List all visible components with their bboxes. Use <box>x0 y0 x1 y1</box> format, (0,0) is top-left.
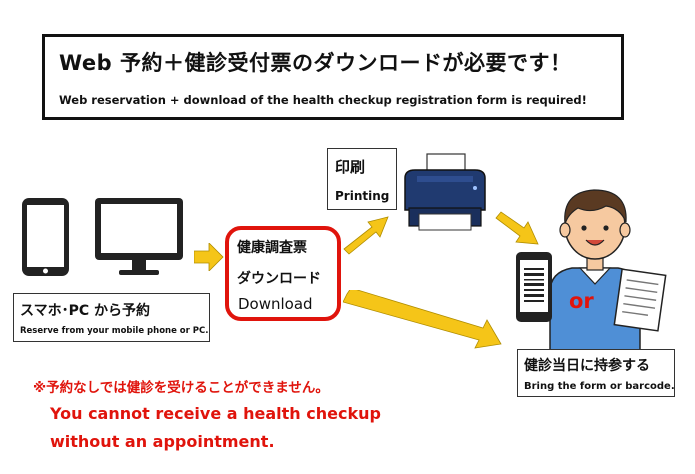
notice-english-line-2: without an appointment. <box>50 432 275 451</box>
title-japanese: Web 予約＋健診受付票のダウンロードが必要です！ <box>59 51 572 75</box>
printing-step-english: Printing <box>335 189 390 203</box>
arrow-to-person <box>495 211 539 245</box>
arrow-to-download <box>194 243 224 271</box>
or-label: or <box>569 289 594 313</box>
person-illustration <box>516 189 667 350</box>
reserve-step-box: スマホ･PC から予約 Reserve from your mobile pho… <box>13 293 210 342</box>
arrow-to-printing <box>343 216 389 255</box>
download-line-1: 健康調査票 <box>237 240 307 256</box>
download-step-box: 健康調査票 ダウンロード Download <box>225 226 341 321</box>
form-paper-icon <box>613 268 667 332</box>
bring-step-japanese: 健診当日に持参する <box>524 358 650 374</box>
printing-step-box: 印刷 Printing <box>327 148 397 210</box>
notice-japanese: ※予約なしでは健診を受けることができません。 <box>33 380 329 396</box>
printing-step-japanese: 印刷 <box>335 158 366 176</box>
bring-step-box: 健診当日に持参する Bring the form or barcode. <box>517 349 675 397</box>
printer-icon <box>404 153 486 231</box>
reserve-step-japanese: スマホ･PC から予約 <box>20 303 150 319</box>
reserve-step-english: Reserve from your mobile phone or PC. <box>20 326 209 336</box>
download-line-3: Download <box>238 295 313 313</box>
notice-english-line-1: You cannot receive a health checkup <box>50 404 381 423</box>
monitor-icon <box>95 198 183 275</box>
phone-with-barcode-icon <box>516 252 552 322</box>
arrow-to-bring <box>343 290 502 349</box>
download-line-2: ダウンロード <box>237 271 321 287</box>
title-box: Web 予約＋健診受付票のダウンロードが必要です！ Web reservatio… <box>42 34 624 120</box>
title-english: Web reservation + download of the health… <box>59 93 587 107</box>
bring-step-english: Bring the form or barcode. <box>524 381 675 392</box>
devices-illustration <box>22 198 183 276</box>
smartphone-icon <box>22 198 69 276</box>
